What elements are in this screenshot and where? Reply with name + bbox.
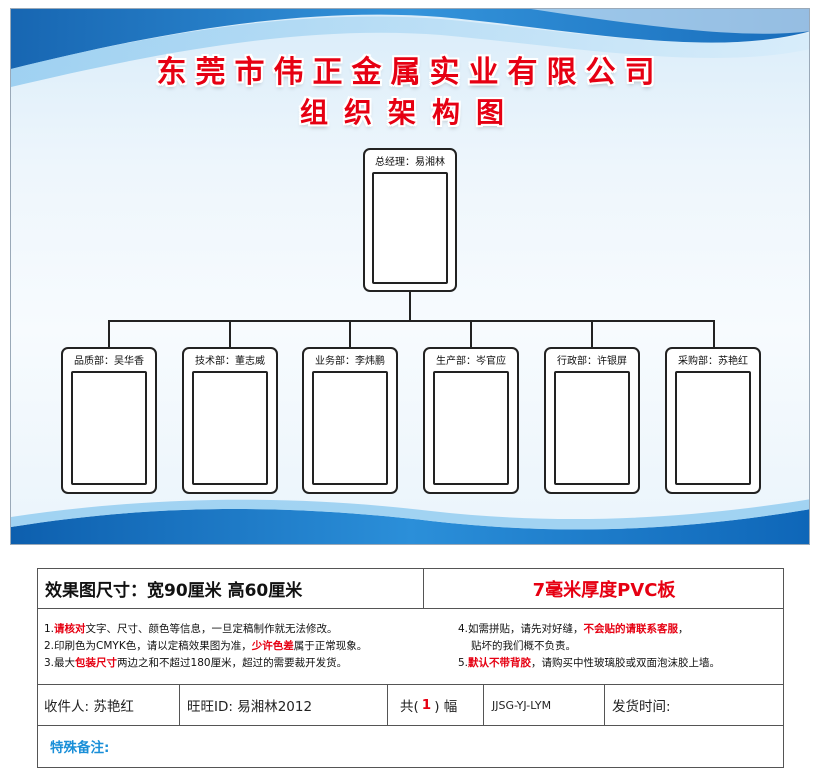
- dept-card-admin: 行政部：许银屏: [544, 347, 640, 494]
- note-3: 3.最大包装尺寸两边之和不超过180厘米，超过的需要裁开发货。: [44, 657, 348, 669]
- dept-card-production: 生产部：岑官应: [423, 347, 519, 494]
- recipient: 收件人: 苏艳红: [44, 699, 134, 715]
- dept-label: 技术部：董志威: [195, 356, 265, 367]
- dept-card-purchasing: 采购部：苏艳红: [665, 347, 761, 494]
- special-note-label: 特殊备注:: [50, 740, 110, 756]
- board-background-waves: [11, 9, 809, 544]
- note-1: 1.请核对文字、尺寸、颜色等信息，一旦定稿制作就无法修改。: [44, 623, 338, 635]
- dept-label: 品质部：吴华香: [74, 356, 144, 367]
- dept-photo-frame: [675, 371, 751, 485]
- material-label: 7毫米厚度PVC板: [532, 579, 676, 601]
- note-2: 2.印刷色为CMYK色，请以定稿效果图为准，少许色差属于正常现象。: [44, 640, 368, 652]
- notes-row: 1.请核对文字、尺寸、颜色等信息，一旦定稿制作就无法修改。 2.印刷色为CMYK…: [38, 609, 783, 685]
- dept-photo-frame: [433, 371, 509, 485]
- note-4-cont: 贴坏的我们概不负责。: [471, 640, 576, 652]
- dept-card-technical: 技术部：董志威: [182, 347, 278, 494]
- dept-label: 生产部：岑官应: [436, 356, 506, 367]
- dept-card-quality: 品质部：吴华香: [61, 347, 157, 494]
- size-label: 效果图尺寸：宽90厘米 高60厘米: [45, 581, 303, 601]
- note-4: 4.如需拼贴，请先对好缝，不会贴的请联系客服，: [458, 623, 689, 635]
- special-note-row: 特殊备注:: [38, 726, 783, 769]
- connector-lines: [108, 292, 715, 347]
- company-name: 东莞市伟正金属实业有限公司: [156, 55, 664, 90]
- order-code: JJSG-YJ-LYM: [492, 698, 552, 712]
- shipping-row: 收件人: 苏艳红 旺旺ID: 易湘林2012 共(1) 幅 JJSG-YJ-LY…: [38, 685, 783, 726]
- ship-time: 发货时间:: [612, 699, 671, 715]
- panel-count: 共(1) 幅: [400, 697, 458, 715]
- chart-title: 组织架构图: [299, 96, 520, 129]
- ceo-label: 总经理：易湘林: [375, 157, 445, 168]
- dept-label: 业务部：李炜鹏: [315, 356, 385, 367]
- notes-left: 1.请核对文字、尺寸、颜色等信息，一旦定稿制作就无法修改。 2.印刷色为CMYK…: [44, 621, 367, 672]
- order-info-table: 效果图尺寸：宽90厘米 高60厘米 7毫米厚度PVC板 1.请核对文字、尺寸、颜…: [37, 568, 784, 768]
- dept-photo-frame: [312, 371, 388, 485]
- dept-photo-frame: [71, 371, 147, 485]
- ceo-photo-frame: [372, 172, 448, 284]
- org-chart-board: 东莞市伟正金属实业有限公司 组织架构图 总经理：易湘林 品质部：吴华香 技术部：…: [10, 8, 810, 545]
- dept-label: 行政部：许银屏: [557, 356, 627, 367]
- notes-right: 4.如需拼贴，请先对好缝，不会贴的请联系客服， 贴坏的我们概不负责。 5.默认不…: [458, 621, 720, 672]
- ceo-card: 总经理：易湘林: [363, 148, 457, 292]
- dept-photo-frame: [554, 371, 630, 485]
- dept-label: 采购部：苏艳红: [678, 356, 748, 367]
- size-row: 效果图尺寸：宽90厘米 高60厘米 7毫米厚度PVC板: [38, 569, 783, 609]
- note-5: 5.默认不带背胶，请购买中性玻璃胶或双面泡沫胶上墙。: [458, 657, 721, 669]
- dept-card-business: 业务部：李炜鹏: [302, 347, 398, 494]
- dept-photo-frame: [192, 371, 268, 485]
- wangwang-id: 旺旺ID: 易湘林2012: [187, 699, 313, 715]
